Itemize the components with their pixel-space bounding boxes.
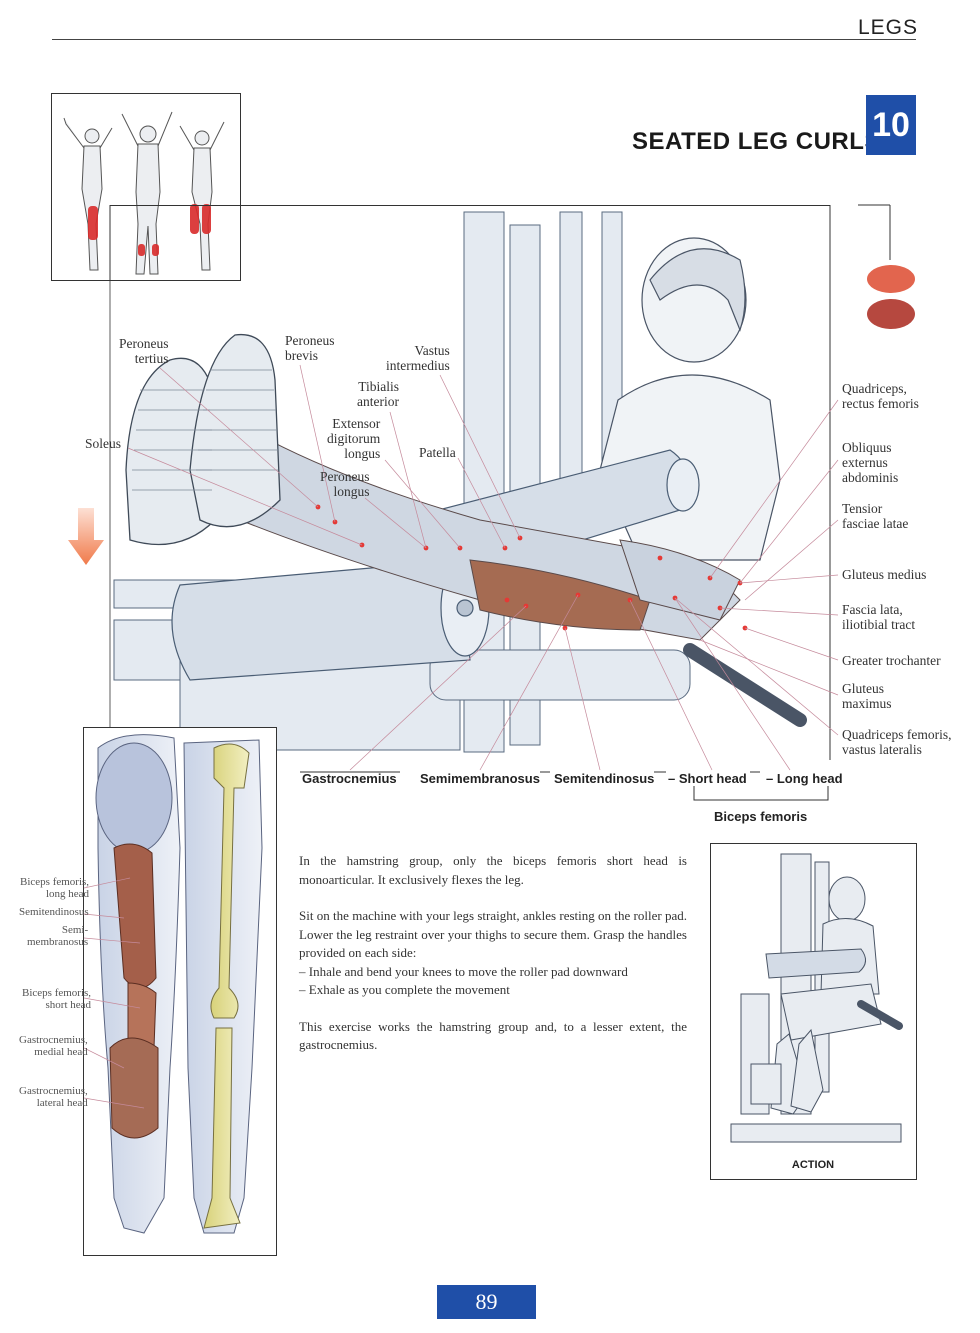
label-biceps-long-head: Biceps femoris,long head — [20, 876, 90, 900]
paragraph-summary: This exercise works the hamstring group … — [299, 1018, 687, 1053]
label-long-head: – Long head — [766, 771, 843, 786]
label-gastro-medial: Gastrocnemius,medial head — [19, 1034, 88, 1058]
label-fascia-lata: Fascia lata,iliotibial tract — [842, 602, 916, 632]
exercise-number-badge: 10 — [866, 95, 916, 155]
paragraph-instructions: Sit on the machine with your legs straig… — [299, 907, 687, 1000]
label-semitendinosus: Semitendinosus — [554, 771, 655, 786]
figures-illustration — [63, 111, 225, 275]
label-soleus: Soleus — [85, 436, 122, 451]
label-gastrocnemius: Gastrocnemius — [302, 771, 397, 786]
label-short-head: – Short head — [668, 771, 747, 786]
label-biceps-femoris: Biceps femoris — [714, 809, 808, 824]
label-leg-semimembranosus: Semi-membranosus — [27, 924, 89, 948]
page-title: SEATED LEG CURLS — [632, 128, 881, 155]
page-number: 89 — [437, 1285, 536, 1319]
instruction-step-exhale: – Exhale as you complete the movement — [299, 982, 510, 997]
header-rule — [52, 39, 916, 40]
action-illustration — [730, 853, 903, 1143]
label-quadriceps-rectus: Quadriceps,rectus femoris — [842, 381, 919, 411]
action-caption: ACTION — [791, 1159, 835, 1171]
label-semimembranosus: Semimembranosus — [420, 771, 540, 786]
instruction-step-inhale: – Inhale and bend your knees to move the… — [299, 963, 628, 979]
muscle-map-thumbnail — [51, 93, 241, 281]
label-gluteus-medius: Gluteus medius — [842, 567, 927, 582]
label-quadriceps-vastus: Quadriceps femoris,vastus lateralis — [842, 727, 952, 757]
section-label: LEGS — [858, 16, 919, 39]
action-illustration-panel — [710, 843, 917, 1180]
instructions-text: In the hamstring group, only the biceps … — [299, 852, 687, 1073]
label-gastro-lateral: Gastrocnemius,lateral head — [19, 1085, 88, 1109]
instructions-setup: Sit on the machine with your legs straig… — [299, 908, 687, 960]
main-illustration-frame — [110, 205, 830, 766]
leg-anatomy-illustration — [84, 734, 263, 1234]
label-patella: Patella — [419, 445, 456, 460]
label-biceps-short-head: Biceps femoris,short head — [22, 987, 92, 1011]
leg-anatomy-panel — [83, 727, 277, 1256]
label-greater-trochanter: Greater trochanter — [842, 653, 941, 668]
paragraph-intro: In the hamstring group, only the biceps … — [299, 853, 687, 887]
label-leg-semitendinosus: Semitendinosus — [19, 906, 89, 918]
